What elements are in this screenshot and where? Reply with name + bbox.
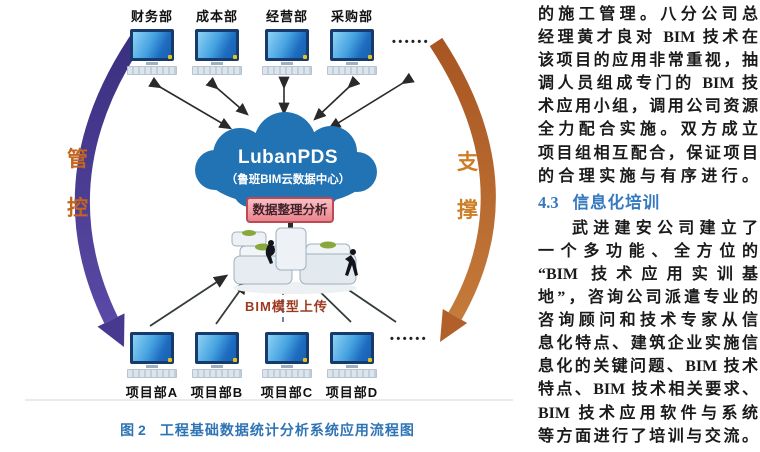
- computer-icon: [257, 29, 317, 75]
- figure-caption-title: 工程基础数据统计分析系统应用流程图: [159, 422, 415, 438]
- paragraph-line: 的施工管理。八分公司总: [538, 6, 758, 23]
- figure-caption: 图 2 工程基础数据统计分析系统应用流程图: [0, 420, 535, 440]
- dept-column-finance: 财务部: [122, 6, 182, 75]
- dept-column-operations: 经营部: [257, 6, 317, 75]
- paragraph-line: 等方面进行了培训与交流。: [538, 427, 758, 445]
- keyboard-icon: [262, 66, 312, 75]
- project-label: 项目部D: [325, 385, 379, 400]
- paragraph-line: 项目组相互配合，保证项目: [538, 144, 758, 162]
- top-ellipsis: ••••••: [392, 36, 431, 48]
- dept-column-procurement: 采购部: [322, 6, 382, 75]
- paragraph-line: “BIM 技术应用实训基: [538, 265, 758, 283]
- computer-icon: [322, 29, 382, 75]
- dept-label: 采购部: [330, 9, 373, 24]
- section-title: 信息化培训: [572, 192, 661, 212]
- paragraph-line: 该项目的应用非常重视，抽: [538, 52, 758, 70]
- paragraph-line: 地”，咨询公司派遣专业的: [538, 289, 758, 307]
- figure-divider-line: [25, 399, 513, 401]
- dept-label: 经营部: [265, 9, 308, 24]
- paragraph-line: 息化的关键问题、BIM 技术: [538, 358, 758, 376]
- computer-icon: [187, 332, 247, 378]
- management-label-char: 控: [67, 197, 88, 220]
- cloud-subtitle: （鲁班BIM云数据中心）: [225, 174, 351, 186]
- article-column: 的施工管理。八分公司总 经理黄才良对 BIM 技术在 该项目的应用非常重视，抽 …: [538, 3, 758, 448]
- paragraph-line: 的合理实施与有序进行。: [538, 167, 758, 185]
- dept-label: 成本部: [195, 9, 238, 24]
- bim-upload-label: BIM模型上传: [245, 299, 328, 314]
- computer-icon: [187, 29, 247, 75]
- paragraph-line: 经理黄才良对 BIM 技术在: [538, 29, 758, 47]
- management-label-char: 管: [67, 148, 88, 171]
- project-column-c: 项目部C: [257, 328, 317, 401]
- figure-caption-tag: 图 2: [120, 422, 146, 438]
- project-column-a: 项目部A: [122, 328, 182, 401]
- computer-icon: [122, 332, 182, 378]
- paragraph-line: BIM 技术应用软件与系统: [538, 404, 758, 422]
- bottom-ellipsis: ••••••: [390, 333, 429, 345]
- keyboard-icon: [127, 369, 177, 378]
- dept-column-cost: 成本部: [187, 6, 247, 75]
- support-label-char: 支: [457, 151, 478, 174]
- paragraph-line: 一个多功能、全方位的: [538, 242, 758, 260]
- monitor-icon: [195, 29, 239, 61]
- monitor-icon: [130, 332, 174, 364]
- cloud-title: LubanPDS: [237, 147, 339, 168]
- worker-figures: [265, 240, 358, 276]
- section-heading: 4.3 信息化培训: [538, 191, 758, 214]
- monitor-icon: [195, 332, 239, 364]
- keyboard-icon: [127, 66, 177, 75]
- data-processing-box: 数据整理分析: [246, 197, 334, 223]
- project-label: 项目部A: [125, 385, 179, 400]
- model-assembly-illustration: [231, 220, 358, 294]
- project-column-d: 项目部D: [322, 328, 382, 401]
- paragraph-line: 全力配合实施。双方成立: [538, 121, 758, 139]
- support-band-arrow: [429, 37, 496, 342]
- monitor-icon: [330, 29, 374, 61]
- cloud-label: LubanPDS （鲁班BIM云数据中心）: [197, 147, 379, 187]
- paragraph-line: 咨询顾问和技术专家从信: [538, 312, 758, 330]
- support-label-char: 撑: [457, 199, 478, 222]
- keyboard-icon: [192, 66, 242, 75]
- monitor-icon: [265, 332, 309, 364]
- management-band-arrow: [74, 31, 146, 347]
- keyboard-icon: [327, 66, 377, 75]
- paragraph-line: 息化特点、建筑企业实施信: [538, 335, 758, 353]
- dept-label: 财务部: [130, 9, 173, 24]
- project-column-b: 项目部B: [187, 328, 247, 401]
- keyboard-icon: [327, 369, 377, 378]
- figure-diagram: 财务部 成本部 经营部 采购部: [0, 6, 535, 440]
- paragraph-line: 武进建安公司建立了: [572, 219, 758, 237]
- paragraph-line: 术应用小组，调用公司资源: [538, 98, 758, 116]
- keyboard-icon: [262, 369, 312, 378]
- dept-cloud-arrows: [148, 72, 415, 130]
- paragraph-line: 调人员组成专门的 BIM 技: [538, 75, 758, 93]
- paragraph-line: 特点、BIM 技术相关要求、: [538, 381, 758, 399]
- computer-icon: [257, 332, 317, 378]
- computer-icon: [122, 29, 182, 75]
- keyboard-icon: [192, 369, 242, 378]
- computer-icon: [322, 332, 382, 378]
- monitor-icon: [330, 332, 374, 364]
- project-label: 项目部B: [190, 385, 244, 400]
- project-label: 项目部C: [260, 385, 314, 400]
- monitor-icon: [265, 29, 309, 61]
- section-number: 4.3: [538, 192, 559, 212]
- monitor-icon: [130, 29, 174, 61]
